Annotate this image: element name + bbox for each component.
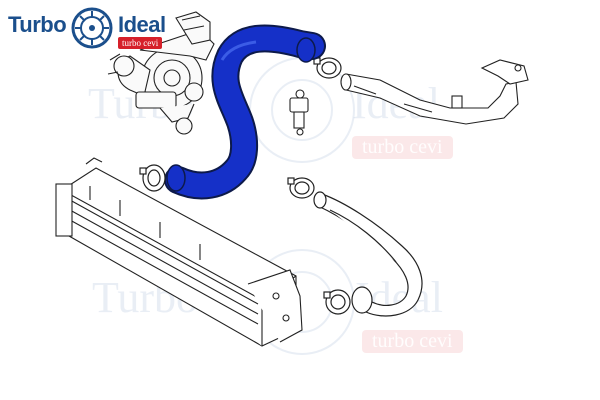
outlet-pipe <box>340 59 529 125</box>
logo-badge: turbo cevi <box>118 37 163 49</box>
turbine-icon <box>71 7 113 49</box>
hose-clamp <box>287 177 315 199</box>
hose-clamp <box>313 57 342 79</box>
hose-clamp <box>323 289 351 315</box>
intake-hose <box>164 24 326 200</box>
lower-intercooler-hose <box>313 191 423 317</box>
hose-clamp <box>139 164 166 192</box>
logo-word-left: Turbo <box>8 12 67 37</box>
watermark-badge: turbo cevi <box>362 330 463 353</box>
brand-logo: Turbo Ideal turbo cevi <box>6 4 166 54</box>
logo-word-right: Ideal <box>118 12 166 37</box>
watermark-badge: turbo cevi <box>352 136 453 159</box>
fitting <box>289 89 309 136</box>
turbocharger <box>107 11 215 135</box>
intercooler <box>55 157 303 347</box>
